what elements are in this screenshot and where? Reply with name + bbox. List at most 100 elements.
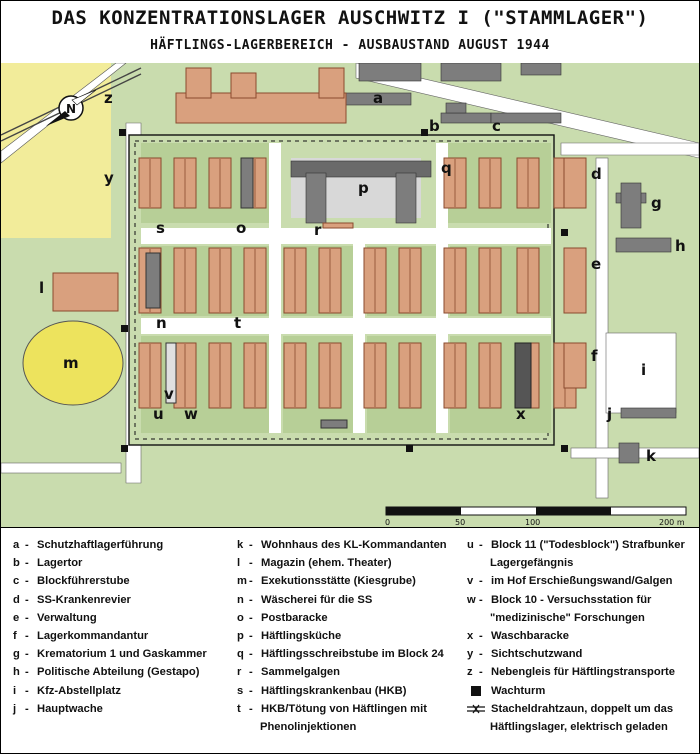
legend-dash: - bbox=[479, 629, 483, 642]
legend-item-d: d-SS-Krankenrevier bbox=[13, 591, 207, 609]
legend-text: SS-Krankenrevier bbox=[37, 593, 131, 606]
map-label-d: d bbox=[591, 165, 602, 183]
map-label-y: y bbox=[104, 169, 114, 187]
execution-yard bbox=[165, 342, 177, 404]
legend-text: Block 10 - Versuchsstation für bbox=[491, 593, 652, 606]
outer-barrack bbox=[563, 157, 587, 209]
legend-key: r bbox=[237, 666, 242, 679]
legend-item-m: m-Exekutionsstätte (Kiesgrube) bbox=[237, 572, 447, 590]
map-label-i: i bbox=[641, 361, 646, 379]
legend-item-s: s-Häftlingskrankenbau (HKB) bbox=[237, 682, 447, 700]
map-label-x: x bbox=[516, 405, 526, 423]
gallows bbox=[322, 222, 354, 229]
legend-item-b: b-Lagertor bbox=[13, 554, 207, 572]
legend-key: o bbox=[237, 611, 244, 624]
road-east-top bbox=[560, 142, 699, 156]
road-east bbox=[595, 157, 609, 499]
legend-item-i: i-Kfz-Abstellplatz bbox=[13, 682, 207, 700]
legend-item-symbol-7: Stacheldrahtzaun, doppelt um das bbox=[467, 700, 685, 718]
legend-key: e bbox=[13, 611, 20, 624]
scale-tick-100: 100 bbox=[525, 518, 540, 527]
legend-dash: - bbox=[25, 684, 29, 697]
legend-item-g: g-Krematorium 1 und Gaskammer bbox=[13, 645, 207, 663]
compass-letter: N bbox=[66, 102, 76, 116]
legend-text: Politische Abteilung (Gestapo) bbox=[37, 666, 200, 679]
watchtower bbox=[119, 129, 126, 136]
legend-text: Sichtschutzwand bbox=[491, 648, 583, 661]
legend-text: Hauptwache bbox=[37, 702, 103, 715]
map-label-u: u bbox=[153, 405, 164, 423]
legend-item-v: v-im Hof Erschießungswand/Galgen bbox=[467, 572, 685, 590]
map-label-s: s bbox=[156, 219, 165, 237]
legend-key: k bbox=[237, 539, 244, 551]
legend-dash: - bbox=[25, 648, 29, 661]
legend-text-cont: Häftlingslager, elektrisch geladen bbox=[490, 720, 668, 733]
legend-key: f bbox=[13, 629, 17, 642]
theatre-building bbox=[52, 272, 119, 312]
legend-dash: - bbox=[479, 666, 483, 679]
legend-key: l bbox=[237, 557, 241, 570]
legend-dash: - bbox=[479, 539, 483, 551]
map-label-f: f bbox=[591, 347, 598, 365]
legend-text: Stacheldrahtzaun, doppelt um das bbox=[491, 702, 674, 715]
legend-key: s bbox=[237, 684, 244, 697]
scale-tick-50: 50 bbox=[455, 518, 465, 527]
map-label-g: g bbox=[651, 194, 662, 212]
legend-item-j: j-Hauptwache bbox=[13, 700, 207, 718]
legend-item-o: o-Postbaracke bbox=[237, 609, 447, 627]
map-label-c: c bbox=[492, 117, 501, 135]
legend-text: im Hof Erschießungswand/Galgen bbox=[491, 575, 673, 588]
map-label-v: v bbox=[164, 385, 174, 403]
map-label-p: p bbox=[358, 179, 369, 197]
legend-key: p bbox=[237, 629, 244, 642]
legend-dash: - bbox=[25, 702, 29, 715]
legend-dash: - bbox=[25, 539, 29, 551]
legend-key: v bbox=[467, 575, 474, 588]
legend-text: Wachturm bbox=[491, 684, 546, 697]
legend-key: n bbox=[237, 593, 244, 606]
legend-text: Häftlingskrankenbau (HKB) bbox=[261, 684, 407, 697]
barbed-wire-icon bbox=[467, 704, 485, 714]
header: DAS KONZENTRATIONSLAGER AUSCHWITZ I ("ST… bbox=[1, 1, 699, 64]
barracks-layer bbox=[119, 129, 587, 452]
scale-tick-0: 0 bbox=[385, 518, 390, 527]
legend-item-continuation: Lagergefängnis bbox=[467, 554, 685, 572]
legend-text: Wohnhaus des KL-Kommandanten bbox=[261, 539, 447, 551]
legend-key: m bbox=[237, 575, 247, 588]
legend-item-f: f-Lagerkommandantur bbox=[13, 627, 207, 645]
legend-text: Häftlingsschreibstube im Block 24 bbox=[261, 648, 444, 661]
legend-dash: - bbox=[479, 593, 483, 606]
legend-item-t: t-HKB/Tötung von Häftlingen mit bbox=[237, 700, 447, 718]
kitchen-p-building bbox=[290, 158, 432, 224]
legend-dash: - bbox=[249, 557, 253, 570]
map-label-o: o bbox=[236, 219, 246, 237]
legend-key: w bbox=[467, 593, 476, 606]
compass-rose: N bbox=[46, 89, 97, 126]
legend-text: Postbaracke bbox=[261, 611, 328, 624]
building-a-group bbox=[175, 67, 347, 124]
gray-barrack bbox=[240, 157, 254, 209]
legend-text: Lagerkommandantur bbox=[37, 629, 149, 642]
legend-dash: - bbox=[249, 575, 253, 588]
legend-item-u: u-Block 11 ("Todesblock") Strafbunker bbox=[467, 536, 685, 554]
legend-dash: - bbox=[25, 557, 29, 570]
legend-item-symbol-6: Wachturm bbox=[467, 682, 685, 700]
map-label-w: w bbox=[184, 405, 198, 423]
watchtower bbox=[561, 229, 568, 236]
legend-text: Wäscherei für die SS bbox=[261, 593, 373, 606]
outer-barrack bbox=[563, 342, 587, 389]
legend-text: Block 11 ("Todesblock") Strafbunker bbox=[491, 539, 685, 551]
watchtower bbox=[121, 445, 128, 452]
legend-text: Kfz-Abstellplatz bbox=[37, 684, 121, 697]
legend-item-c: c-Blockführerstube bbox=[13, 572, 207, 590]
legend-text: Verwaltung bbox=[37, 611, 97, 624]
map-label-a: a bbox=[373, 89, 383, 107]
legend-dash: - bbox=[249, 539, 253, 551]
scale-tick-200: 200 m bbox=[659, 518, 685, 527]
legend-key: g bbox=[13, 648, 20, 661]
legend-text: Nebengleis für Häftlingstransporte bbox=[491, 666, 675, 679]
legend-key: c bbox=[13, 575, 20, 588]
